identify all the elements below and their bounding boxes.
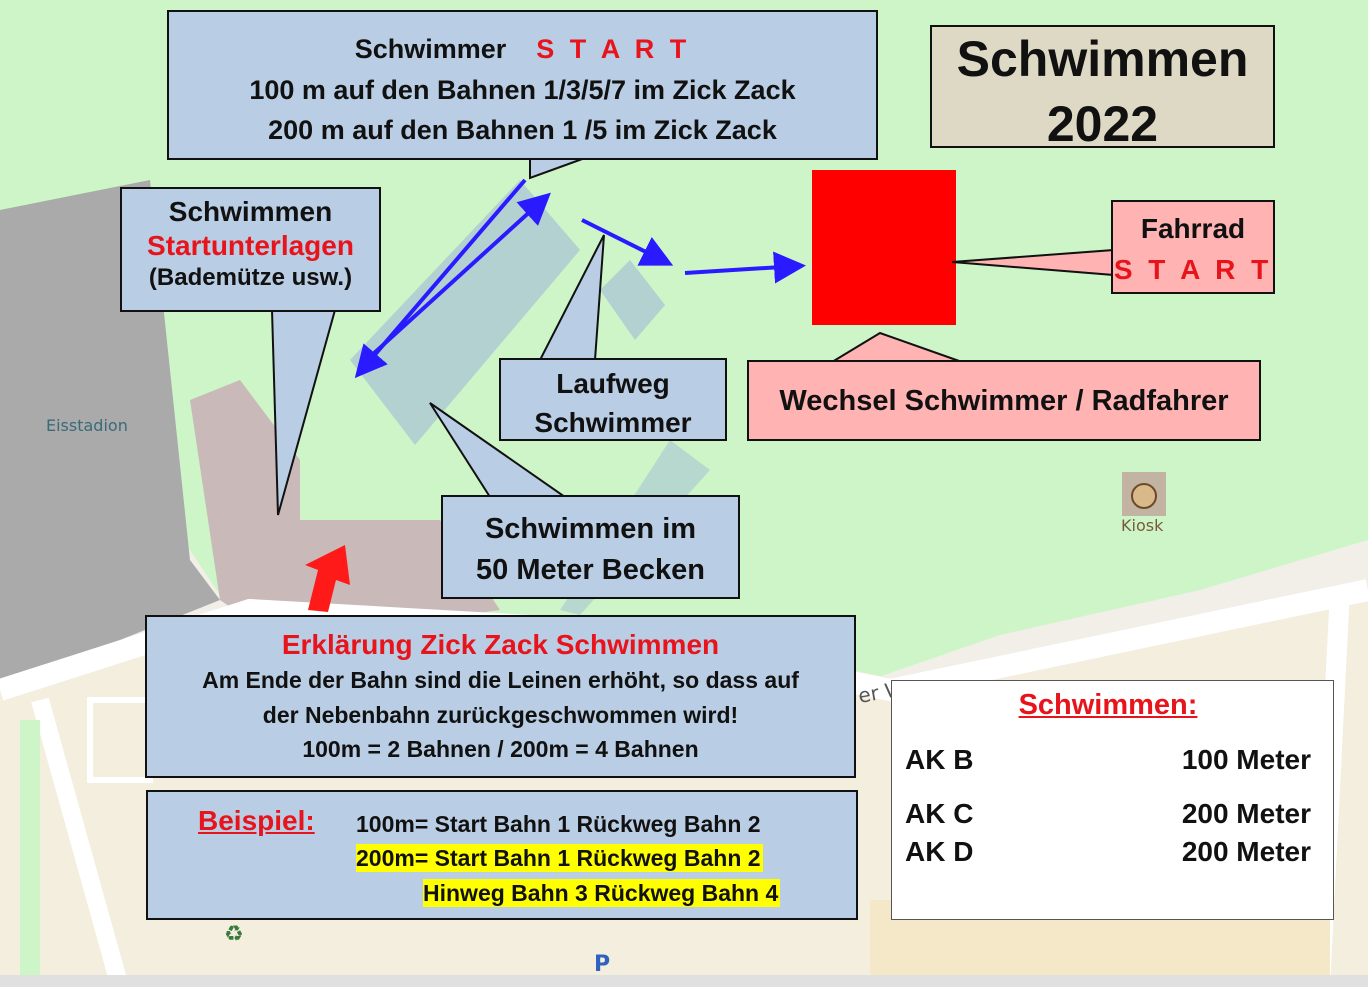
start-line-200: 200 m auf den Bahnen 1 /5 im Zick Zack [268,115,777,145]
age-class-row: AK B 100 Meter [905,744,1311,776]
explanation-title: Erklärung Zick Zack Schwimmen [281,629,720,660]
title-line2: 2022 [1046,96,1159,152]
becken-callout: Schwimmen im 50 Meter Becken [441,495,740,599]
page-title: Schwimmen 2022 [930,25,1275,152]
fahrrad-line1: Fahrrad [1140,213,1246,244]
age-class-group: AK B [905,744,974,775]
pool-area [350,180,580,445]
start-label: Schwimmer [354,34,507,64]
age-class-distance: 200 Meter [1181,836,1311,867]
laufweg-line2: Schwimmer [534,407,692,439]
zickzack-explanation: Erklärung Zick Zack Schwimmen Am Ende de… [145,615,856,778]
explanation-line3: 100m = 2 Bahnen / 200m = 4 Bahnen [302,736,699,763]
laufweg-callout: Laufweg Schwimmer [499,358,727,441]
startunterlagen-callout: Schwimmen Startunterlagen (Bademütze usw… [120,187,381,312]
eisstadion-label: Eisstadion [46,416,128,435]
building-area [190,380,500,640]
beispiel-line2: 200m= Start Bahn 1 Rückweg Bahn 2 [356,844,763,873]
unterlagen-line3: (Bademütze usw.) [148,264,353,292]
age-class-table: Schwimmen: AK B 100 Meter AK C 200 Meter… [891,680,1334,920]
swim-start-callout: Schwimmer S T A R T 100 m auf den Bahnen… [167,10,878,160]
parking-label: P [594,952,611,977]
fahrrad-line2: S T A R T [1113,253,1273,285]
beispiel-box: Beispiel: 100m= Start Bahn 1 Rückweg Bah… [146,790,858,920]
age-class-distance: 200 Meter [1181,798,1311,829]
recycling-icon: ♻ [224,922,244,947]
laufweg-line1: Laufweg [556,368,670,399]
route-arrow [684,251,806,284]
unterlagen-line1: Schwimmen [168,196,333,227]
explanation-line2: der Nebenbahn zurückgeschwommen wird! [262,701,739,728]
age-class-row: AK D 200 Meter [905,836,1311,868]
explanation-line1: Am Ende der Bahn sind die Leinen erhöht,… [202,667,799,694]
age-class-title: Schwimmen: [1018,689,1198,721]
beispiel-line3: Hinweg Bahn 3 Rückweg Bahn 4 [423,879,781,908]
age-class-group: AK D [905,836,974,867]
unterlagen-line2: Startunterlagen [147,230,354,262]
becken-line2: 50 Meter Becken [476,553,705,586]
age-class-distance: 100 Meter [1181,744,1311,775]
start-line-100: 100 m auf den Bahnen 1/3/5/7 im Zick Zac… [249,74,796,105]
route-arrow [370,192,551,357]
age-class-row: AK C 200 Meter [905,798,1311,830]
entry-arrow [305,545,350,612]
route-arrow [581,218,674,266]
age-class-group: AK C [905,798,974,829]
fahrrad-start-callout: Fahrrad S T A R T [1111,200,1275,294]
beispiel-label: Beispiel: [198,805,315,836]
wechsel-callout: Wechsel Schwimmer / Radfahrer [747,360,1261,441]
eisstadion-area [0,180,220,680]
kiosk-label: Kiosk [1121,516,1164,535]
becken-line1: Schwimmen im [484,513,697,545]
title-line1: Schwimmen [956,31,1249,87]
start-word: S T A R T [536,34,691,64]
wechsel-text: Wechsel Schwimmer / Radfahrer [779,385,1229,417]
beispiel-line1: 100m= Start Bahn 1 Rückweg Bahn 2 [356,811,761,837]
bike-start-area [812,170,956,325]
